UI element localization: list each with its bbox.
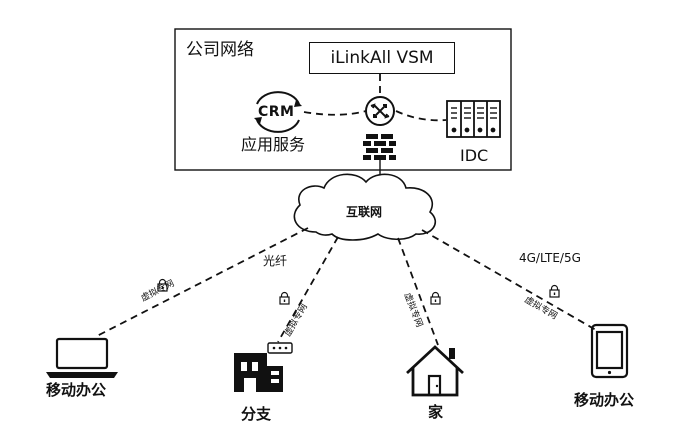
company-network-label: 公司网络 xyxy=(186,40,254,60)
internet-cloud-icon xyxy=(293,173,436,241)
lock-icon xyxy=(279,291,290,305)
vsm-box[interactable]: iLinkAll VSM xyxy=(309,42,455,74)
internal-links xyxy=(303,74,447,122)
mobile-network-label: 4G/LTE/5G xyxy=(519,251,581,265)
server-rack-icon xyxy=(446,100,501,138)
vpn-links xyxy=(94,227,597,346)
crm-service-label: 应用服务 xyxy=(241,135,306,154)
company-network-boundary xyxy=(174,28,512,171)
crm-icon-text: CRM xyxy=(258,104,295,120)
laptop-icon xyxy=(46,337,118,378)
branch-label: 分支 xyxy=(241,405,272,423)
house-icon xyxy=(406,345,464,397)
lock-icon xyxy=(430,291,441,305)
lock-icon xyxy=(157,278,168,292)
home-label: 家 xyxy=(428,403,444,421)
tablet-label: 移动办公 xyxy=(574,391,635,409)
vsm-label: iLinkAll VSM xyxy=(330,48,434,68)
firewall-icon xyxy=(363,134,396,160)
crm-icon xyxy=(254,91,302,133)
router-icon xyxy=(365,96,395,126)
fiber-label: 光纤 xyxy=(263,254,288,268)
building-icon xyxy=(234,342,293,392)
laptop-label: 移动办公 xyxy=(46,381,107,399)
lock-icon xyxy=(549,284,560,298)
idc-label: IDC xyxy=(460,146,489,165)
tablet-icon xyxy=(590,323,629,379)
internet-label: 互联网 xyxy=(346,205,383,219)
